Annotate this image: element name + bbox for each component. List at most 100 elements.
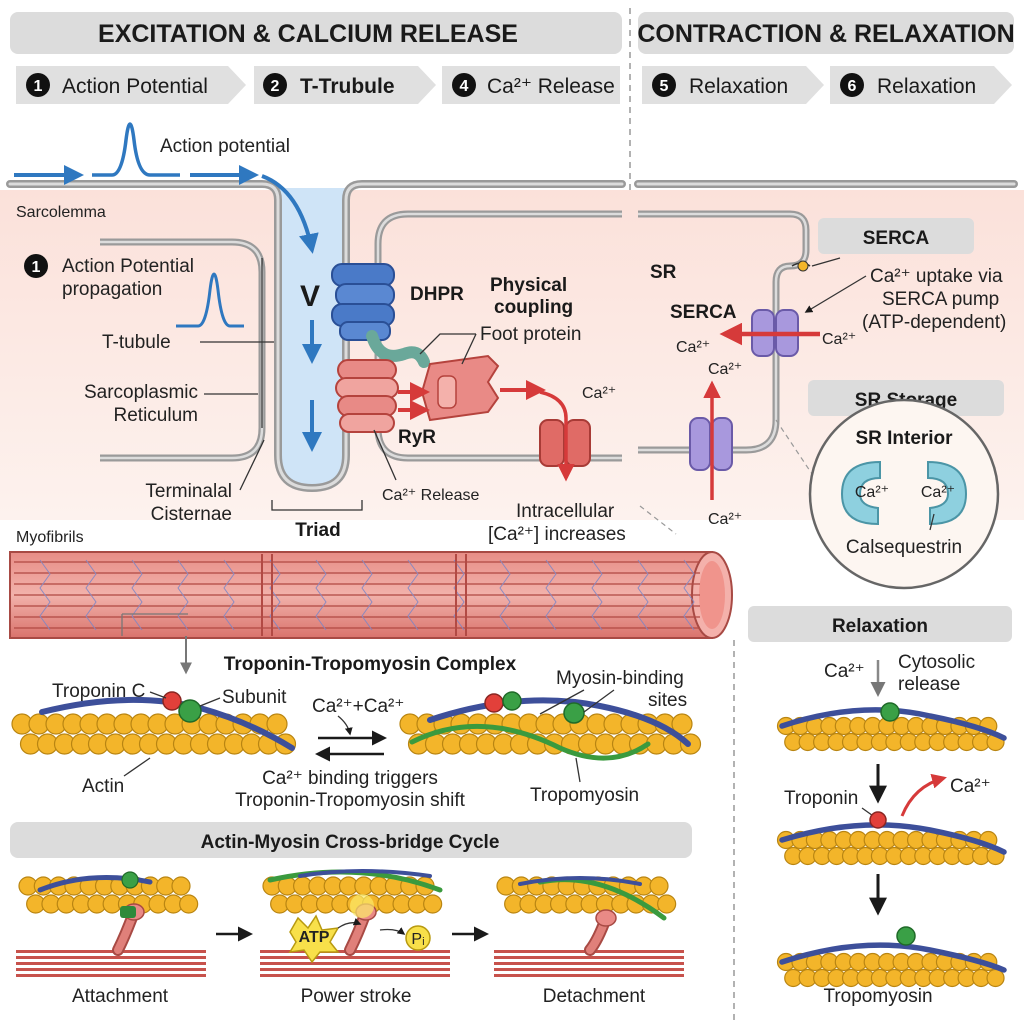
- step-5: 5 Relaxation: [642, 66, 824, 104]
- myofibril-cylinder: [9, 551, 733, 639]
- step-4: 4 Ca²⁺ Release: [442, 66, 620, 104]
- action-potential-signal: [14, 122, 322, 452]
- header-left: EXCITATION & CALCIUM RELEASE: [10, 12, 622, 54]
- intracellular-line1: Intracellular: [516, 501, 615, 522]
- sr-interior-circle: SR Interior Ca²⁺ Ca²⁺ Calsequestrin: [808, 398, 1000, 590]
- step-5-label: Relaxation: [689, 75, 788, 98]
- action-potential-label: Action potential: [160, 136, 290, 157]
- sarcolemma-label: Sarcolemma: [16, 204, 106, 221]
- sr-label-line2: Reticulum: [114, 405, 198, 426]
- ap-propagation: 1 Action Potential propagation: [24, 254, 244, 328]
- equilibrium-arrows: [315, 730, 387, 762]
- actin-label: Actin: [82, 776, 124, 797]
- crossbridge-detachment: [494, 876, 684, 977]
- subunit-label: Subunit: [222, 687, 287, 708]
- voltage-label: V: [300, 280, 320, 313]
- serca-box: SERCA: [818, 218, 974, 254]
- serca-box-title: SERCA: [863, 228, 930, 249]
- relaxation-box: Relaxation: [748, 606, 1012, 642]
- header-right-title: CONTRACTION & RELAXATION: [637, 20, 1014, 48]
- myosin-binding-line1: Myosin-binding: [556, 668, 684, 689]
- sr-label-right: SR: [650, 262, 677, 283]
- relaxation-title: Relaxation: [832, 616, 928, 637]
- ap-propagation-number: 1: [32, 259, 41, 276]
- step-4-number: 4: [460, 78, 469, 95]
- troponin-title: Troponin-Tropomyosin Complex: [224, 654, 517, 675]
- pi-label: Pᵢ: [411, 931, 424, 948]
- step-1-number: 1: [34, 78, 43, 95]
- ca-release-channel: [539, 419, 591, 467]
- header-right: CONTRACTION & RELAXATION: [637, 12, 1015, 54]
- troponin-c-dot: [162, 691, 182, 711]
- step-1: 1 Action Potential: [16, 66, 246, 104]
- cytosolic-line2: release: [898, 674, 960, 695]
- ap-propagation-line2: propagation: [62, 279, 162, 300]
- tropomyosin-green-strand: [409, 723, 651, 761]
- uptake-line2: SERCA pump: [882, 289, 999, 310]
- step-2: 2 T-Trubule: [254, 66, 436, 104]
- terminal-cisternae-line1: Terminalal: [145, 481, 232, 502]
- cytosolic-line1: Cytosolic: [898, 652, 975, 673]
- header-left-title: EXCITATION & CALCIUM RELEASE: [98, 20, 518, 48]
- triad-label: Triad: [295, 520, 340, 541]
- ryr-channel: [335, 359, 399, 433]
- step-6-label: Relaxation: [877, 75, 976, 98]
- serca-ca-2: Ca²⁺: [708, 361, 742, 378]
- crossbridge-box: Actin-Myosin Cross-bridge Cycle: [10, 822, 692, 858]
- troponin-subunit-dot: [178, 699, 202, 723]
- binding-line2: Troponin-Tropomyosin shift: [235, 790, 466, 811]
- step-2-number: 2: [271, 78, 280, 95]
- step-5-number: 5: [660, 78, 669, 95]
- myofibrils-label: Myofibrils: [16, 529, 84, 546]
- step-6-number: 6: [848, 78, 857, 95]
- storage-ca-1: Ca²⁺: [855, 484, 889, 501]
- ca-plus-ca-label: Ca²⁺+Ca²⁺: [312, 696, 404, 717]
- ca-release-label: Ca²⁺ Release: [382, 487, 479, 504]
- ryr-label: RyR: [398, 427, 436, 448]
- t-tubule-label: T-tubule: [102, 332, 171, 353]
- calsequestrin-label: Calsequestrin: [846, 537, 962, 558]
- ap-propagation-line1: Action Potential: [62, 256, 194, 277]
- troponin-c-label: Troponin C: [52, 681, 145, 702]
- serca-label: SERCA: [670, 302, 737, 323]
- relax-actin-1: [776, 716, 1005, 752]
- step-2-label: T-Trubule: [300, 75, 395, 98]
- step-4-label: Ca²⁺ Release: [487, 75, 615, 98]
- step-1-label: Action Potential: [62, 75, 208, 98]
- relax-ca-label: Ca²⁺: [824, 661, 865, 682]
- pi-badge: Pᵢ: [405, 925, 431, 951]
- serca-ca-1: Ca²⁺: [676, 339, 710, 356]
- tropomyosin-label: Tropomyosin: [530, 785, 639, 806]
- dhpr-label: DHPR: [410, 284, 464, 305]
- uptake-line3: (ATP-dependent): [862, 312, 1006, 333]
- atp-badge: ATP: [288, 914, 340, 964]
- uptake-line1: Ca²⁺ uptake via: [870, 266, 1003, 287]
- intracellular-line2: [Ca²⁺] increases: [488, 524, 626, 545]
- foot-protein-label: Foot protein: [480, 324, 581, 345]
- step-6: 6 Relaxation: [830, 66, 1012, 104]
- step-chevrons: 1 Action Potential 2 T-Trubule 4 Ca²⁺ Re…: [16, 66, 1012, 104]
- crossbridge-power-stroke: [260, 869, 450, 977]
- foot-protein-link: [366, 330, 430, 368]
- serca-ca-4: Ca²⁺: [708, 511, 742, 528]
- atp-label: ATP: [299, 929, 330, 946]
- actin-filament-left: [11, 713, 297, 755]
- dhpr-channel: [331, 263, 395, 341]
- ca-label: Ca²⁺: [582, 385, 616, 402]
- storage-ca-2: Ca²⁺: [921, 484, 955, 501]
- tropomyosin-strand-right: [427, 697, 691, 747]
- crossbridge-title: Actin-Myosin Cross-bridge Cycle: [201, 832, 500, 853]
- terminal-cisternae-line2: Cisternae: [151, 504, 232, 525]
- serca-ca-3: Ca²⁺: [822, 331, 856, 348]
- attachment-label: Attachment: [72, 986, 169, 1007]
- relax-ca-released: Ca²⁺: [950, 776, 991, 797]
- power-stroke-label: Power stroke: [301, 986, 412, 1007]
- physical-coupling-line2: coupling: [494, 297, 573, 318]
- relax-troponin-label: Troponin: [784, 788, 858, 809]
- binding-line1: Ca²⁺ binding triggers: [262, 768, 438, 789]
- serca-pump-lower: [689, 417, 733, 471]
- crossbridge-attachment: [16, 871, 206, 977]
- relax-actin-2: [776, 830, 1005, 866]
